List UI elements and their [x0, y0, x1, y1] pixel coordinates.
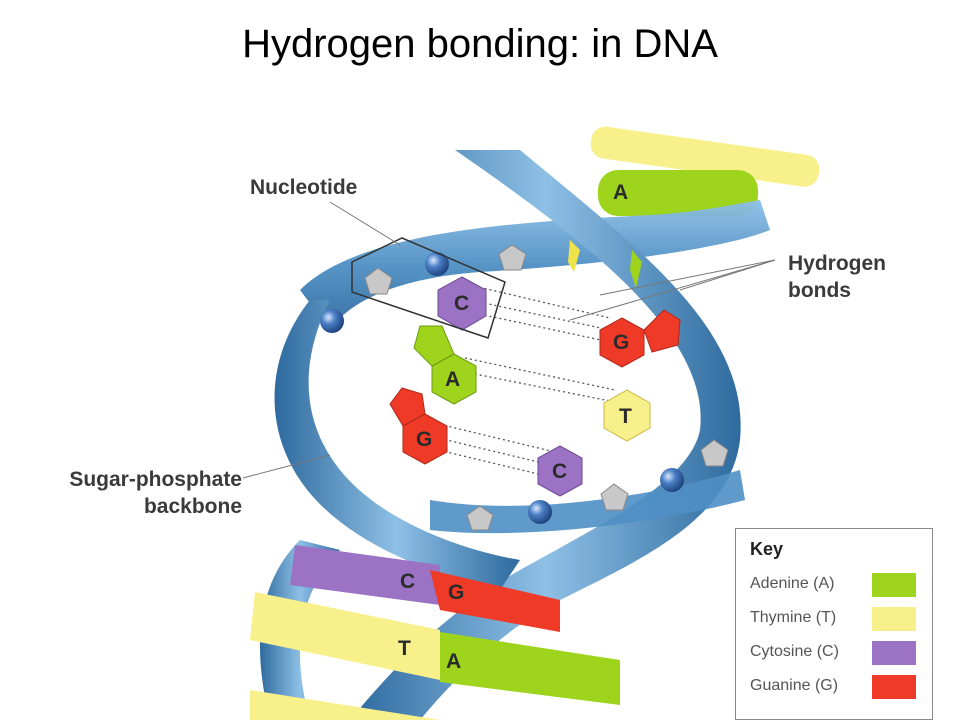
- key-swatch-cytosine: [872, 641, 916, 665]
- nucleotide-box: [351, 237, 506, 339]
- rung-top-adenine: [598, 170, 758, 216]
- key-row-adenine: Adenine (A): [750, 573, 920, 597]
- sugar-pentagon: [600, 483, 629, 511]
- label-backbone: Sugar-phosphate backbone: [30, 466, 242, 520]
- key-row-cytosine: Cytosine (C): [750, 641, 920, 665]
- label-backbone-line2: backbone: [143, 495, 242, 518]
- rung-low-adenine: [440, 632, 620, 705]
- key-label: Thymine (T): [750, 609, 837, 626]
- hydrogen-bond-lines: [429, 284, 616, 479]
- rung-low-thymine: [250, 592, 440, 680]
- key-row-guanine: Guanine (G): [750, 675, 920, 699]
- key-label: Guanine (G): [750, 677, 839, 694]
- base-cytosine: [437, 276, 487, 331]
- base-g1: G: [613, 331, 629, 354]
- sugar-pentagon: [498, 244, 527, 271]
- base-low-t: T: [398, 637, 411, 660]
- base-cytosine: [537, 445, 583, 497]
- base-guanine-ring: [643, 309, 681, 353]
- key-title: Key: [750, 539, 784, 559]
- backbone-left-ribbon: [274, 300, 520, 590]
- label-backbone-line1: Sugar-phosphate: [69, 468, 242, 491]
- key-swatch-thymine: [872, 607, 916, 631]
- base-thymine: [603, 389, 651, 442]
- base-low-a: A: [446, 650, 461, 673]
- slide-title: Hydrogen bonding: in DNA: [242, 22, 718, 66]
- rung-low-cytosine: [290, 545, 440, 605]
- hbond-marker: [630, 250, 642, 288]
- label-nucleotide: Nucleotide: [250, 176, 358, 199]
- base-g2: G: [416, 428, 432, 451]
- key-swatch-guanine: [872, 675, 916, 699]
- leader-lines: [242, 201, 776, 479]
- backbone-lower-band: [430, 470, 745, 534]
- phosphate-ball: [660, 468, 684, 492]
- key-label: Adenine (A): [750, 575, 835, 592]
- key-row-thymine: Thymine (T): [750, 607, 920, 631]
- rung-top-thymine: [590, 126, 820, 187]
- base-a1: A: [445, 368, 460, 391]
- base-guanine-ring: [389, 387, 426, 427]
- base-t1: T: [619, 405, 632, 428]
- rung-low-guanine: [430, 570, 560, 632]
- hbond-marker: [568, 240, 580, 272]
- backbone-main-ribbon: [350, 150, 741, 720]
- label-hydrogen-line1: Hydrogen: [788, 252, 887, 275]
- phosphate-ball: [320, 309, 344, 333]
- base-low-g: G: [448, 581, 464, 604]
- label-hydrogen-line2: bonds: [788, 279, 851, 302]
- label-hydrogen-bonds: Hydrogen bonds: [788, 250, 886, 304]
- base-c2: C: [552, 460, 567, 483]
- sugar-pentagon: [700, 439, 729, 467]
- base-adenine-ring: [413, 325, 455, 367]
- sugar-pentagon: [364, 267, 393, 295]
- base-top-a: A: [613, 181, 628, 204]
- base-low-c: C: [400, 570, 415, 593]
- phosphate-ball: [425, 252, 449, 276]
- key-legend: Key Adenine (A) Thymine (T) Cytosine (C)…: [735, 528, 933, 720]
- sugar-pentagon: [466, 505, 494, 531]
- backbone-upper-band: [300, 200, 770, 330]
- rung-bottom-thymine: [250, 690, 440, 720]
- key-label: Cytosine (C): [750, 643, 839, 660]
- phosphate-ball: [528, 500, 552, 524]
- key-swatch-adenine: [872, 573, 916, 597]
- base-c1: C: [454, 292, 469, 315]
